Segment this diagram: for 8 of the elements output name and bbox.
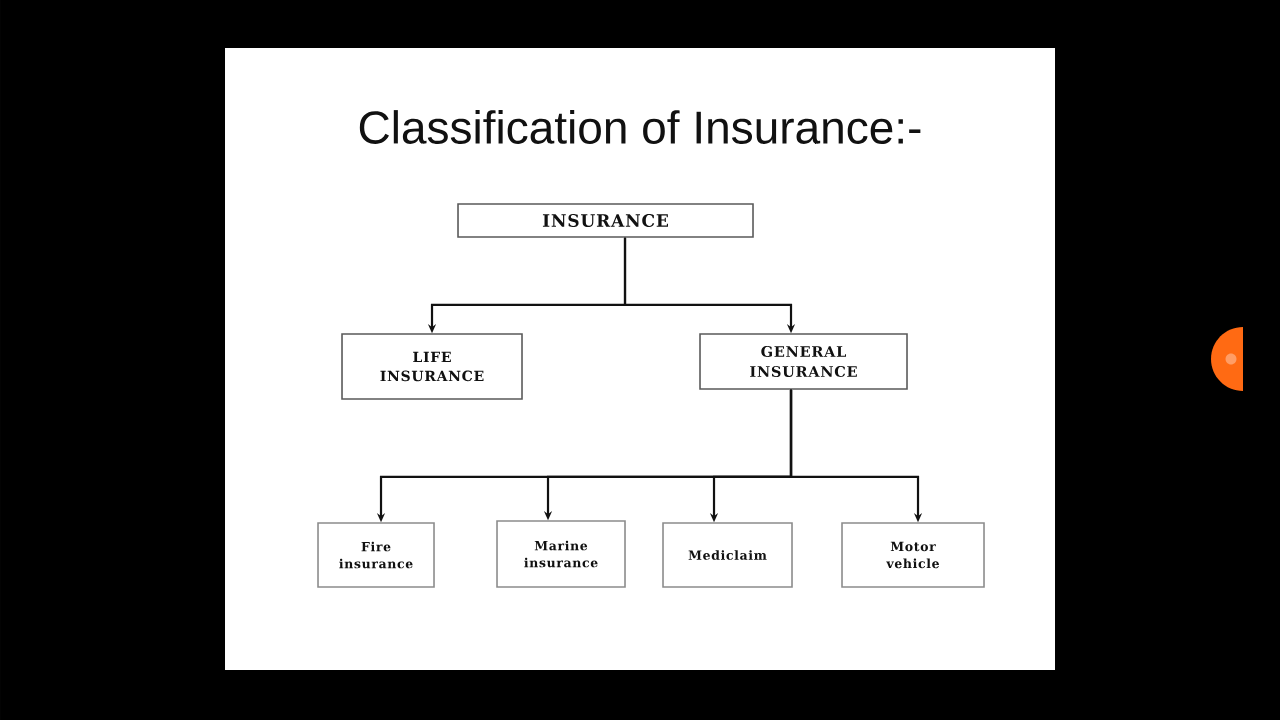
category-box: LIFE INSURANCE xyxy=(341,333,523,400)
category-box: INSURANCE xyxy=(457,203,754,238)
category-box: GENERAL INSURANCE xyxy=(699,333,908,390)
category-box: Fire insurance xyxy=(317,522,435,588)
category-box: Mediclaim xyxy=(662,522,793,588)
title: Classification of Insurance:- xyxy=(359,110,921,144)
category-box: Motor vehicle xyxy=(841,522,985,588)
category-box: Marine insurance xyxy=(496,520,626,588)
